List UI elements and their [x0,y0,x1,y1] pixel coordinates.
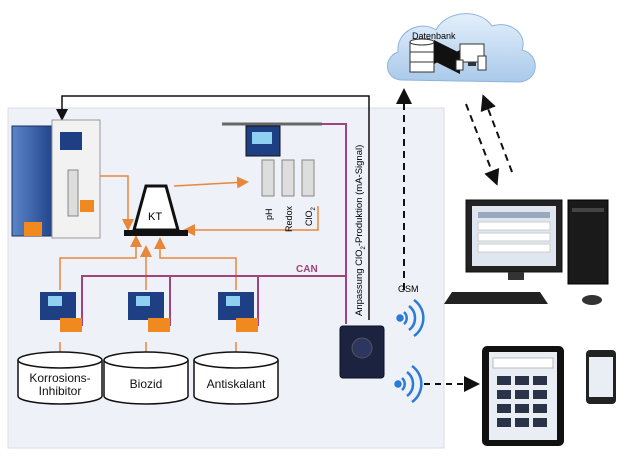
tank-label-line1: Antiskalant [206,377,266,391]
tank-label-line1: Korrosions- [29,371,91,385]
tablet-keypad [497,376,547,427]
cloud-pc-dashed-link-up [480,94,513,173]
dosing-pump-2 [128,292,170,332]
smartphone-icon [586,350,616,404]
tank-korrosionsinhibitor [17,351,103,405]
wireless-signal-icon-upper [396,298,425,338]
cloud-label: Datenbank [412,31,456,41]
clo2-generator-unit [11,119,101,239]
sensor-panel [222,122,322,197]
dosing-pump-1 [40,292,82,332]
can-bus [81,123,347,326]
cloud-pc-dashed-link-down [465,103,500,186]
sensor-label-clo2: ClO2 [304,207,317,227]
tank-antiskalant [193,351,279,405]
gsm-control-unit [339,325,385,379]
tank-biozid [103,351,189,405]
signal-note: Anpassung ClO2-Produktion (mA-Signal) [354,145,367,316]
dosing-pump-3 [218,292,258,332]
tank-label-line2: Inhibitor [38,384,82,398]
cooling-tower [124,184,188,236]
tank-label-line1: Biozid [129,377,163,391]
tank-label-antiskalant: Antiskalant [191,378,281,391]
cloud-database [387,13,536,83]
process-piping [59,175,319,360]
sensor-label-ph: pH [264,208,274,220]
feedback-arrow [56,95,370,320]
sync-arrows-icon [434,40,460,74]
cooling-tower-label: KT [148,211,162,223]
database-icon [409,38,435,73]
tank-label-korrosionsinhibitor: Korrosions- Inhibitor [15,372,105,398]
tank-label-biozid: Biozid [101,378,191,391]
can-bus-label: CAN [296,264,318,275]
gsm-label: GSM [398,284,419,294]
devices-icon [455,43,487,71]
desktop-computer-icon [444,199,609,305]
wireless-signal-icon-lower [394,364,423,404]
sensor-label-redox: Redox [284,205,294,232]
